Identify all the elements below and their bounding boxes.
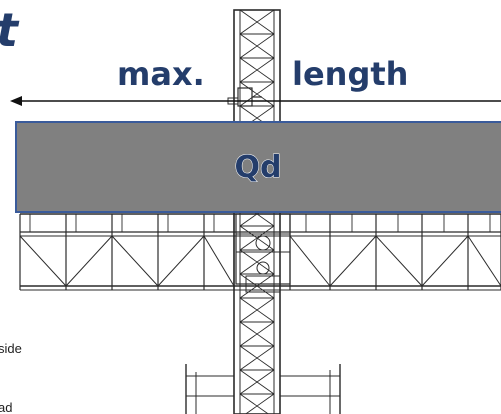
- deck-load-area: [15, 121, 501, 213]
- mast-brace: [239, 81, 275, 107]
- mast-brace: [239, 9, 275, 35]
- side-note-2: ad: [0, 400, 12, 414]
- mast-brace: [239, 57, 275, 83]
- platform-truss: [19, 213, 501, 291]
- truss-diagonal: [157, 235, 205, 287]
- mast-brace: [239, 321, 275, 347]
- deck-label: Qd: [235, 150, 282, 185]
- mast-brace: [244, 393, 275, 414]
- mast-brace: [239, 225, 275, 251]
- hoist-unit: [227, 87, 262, 107]
- mast-brace: [239, 33, 275, 59]
- truss-diagonal: [289, 235, 331, 287]
- side-note-1: side: [0, 341, 22, 356]
- truss-diagonal: [19, 235, 67, 287]
- mast-brace: [239, 369, 275, 395]
- truss-diagonal: [111, 235, 159, 287]
- max-length-arrow: [10, 96, 501, 106]
- truss-diagonal: [421, 235, 469, 287]
- mast-brace: [239, 249, 275, 275]
- mast-brace: [239, 345, 275, 371]
- truss-diagonal: [467, 235, 501, 287]
- truss-diagonal: [329, 235, 377, 287]
- mast-brace: [239, 393, 270, 414]
- truss-diagonal: [65, 235, 113, 287]
- base-frame: [185, 364, 341, 414]
- arrow-head-left: [10, 96, 22, 106]
- truss-diagonal: [375, 235, 423, 287]
- max-label: max.: [117, 55, 205, 93]
- truss-diagonal: [203, 235, 235, 287]
- length-label: length: [292, 55, 408, 93]
- mast-brace: [239, 297, 275, 323]
- corner-glyph: t: [0, 3, 20, 57]
